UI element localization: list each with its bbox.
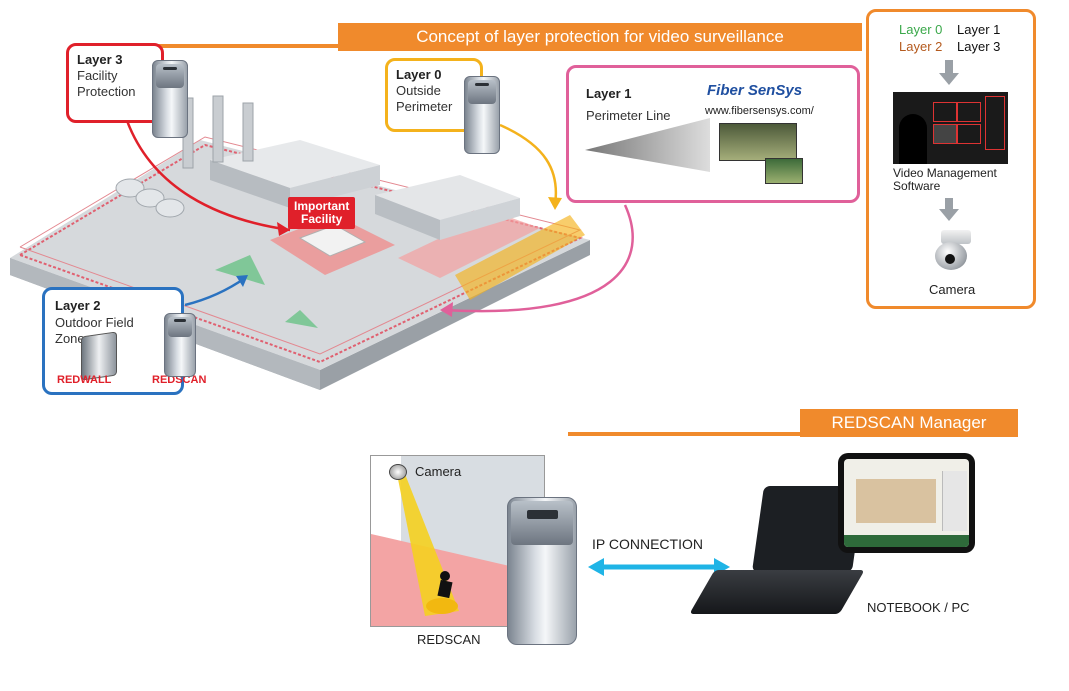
perimeter-fence xyxy=(19,143,583,364)
scene-camera-label: Camera xyxy=(415,464,462,479)
chimney xyxy=(242,102,254,162)
tank xyxy=(155,198,185,218)
legend-layer2: Layer 2 xyxy=(899,39,943,54)
concept-title-bar: Concept of layer protection for video su… xyxy=(338,23,862,51)
software-screenshot xyxy=(838,453,975,553)
redscan-label-layer2: REDSCAN xyxy=(152,374,207,386)
layer2-arrow xyxy=(184,276,246,307)
fiber-sensys-url[interactable]: www.fibersensys.com/ xyxy=(705,105,814,117)
layer2-title: Layer 2 xyxy=(55,298,101,313)
fiber-sensys-logo: Fiber SenSys xyxy=(707,82,803,99)
warehouse xyxy=(375,175,520,220)
important-facility-line2: Facility xyxy=(300,212,343,226)
fiber-perimeter-cone xyxy=(585,118,710,172)
redscan-label: REDSCAN xyxy=(417,632,481,647)
vms-line2: Software xyxy=(893,179,941,193)
down-arrow-icon xyxy=(945,60,953,74)
layer1-title: Layer 1 xyxy=(586,86,632,101)
vms-line1: Video Management xyxy=(893,166,997,180)
layer1-arrow xyxy=(444,204,634,313)
layer3-line1: Facility xyxy=(77,68,118,83)
layer2-line1: Outdoor Field xyxy=(55,315,134,330)
redwall-label: REDWALL xyxy=(57,374,112,386)
redscan-sensor-large xyxy=(507,497,577,645)
camera-icon xyxy=(389,464,407,480)
legend-layer3: Layer 3 xyxy=(957,39,1001,54)
tank xyxy=(135,188,165,208)
legend-layer0: Layer 0 xyxy=(899,22,943,37)
ip-connection-label: IP CONNECTION xyxy=(592,536,703,552)
vms-camera-label: Camera xyxy=(929,282,976,297)
field-zone-green xyxy=(215,255,265,285)
legend-layer1: Layer 1 xyxy=(957,22,1001,37)
layer3-line2: Protection xyxy=(77,84,136,99)
outside-perimeter-zone xyxy=(455,215,585,300)
layer3-box: Layer 3 Facility Protection xyxy=(66,43,164,123)
chimney xyxy=(212,95,224,163)
layer0-line2: Perimeter xyxy=(396,99,453,114)
layer0-arrow xyxy=(499,123,558,206)
down-arrow-icon xyxy=(945,198,953,210)
layer0-title: Layer 0 xyxy=(396,67,442,82)
manager-title-bar: REDSCAN Manager xyxy=(800,409,1018,437)
important-facility-building xyxy=(298,224,367,257)
dome-camera-icon xyxy=(933,230,973,274)
important-facility-line1: Important xyxy=(294,199,350,213)
down-arrow-head xyxy=(939,73,959,85)
manager-title-line xyxy=(568,432,808,436)
important-facility-label: Important Facility xyxy=(288,197,356,229)
layer0-sensor xyxy=(464,76,500,154)
fiber-equipment-card xyxy=(765,158,803,184)
tank xyxy=(115,178,145,198)
vms-panel: Layer 0 Layer 1 Layer 2 Layer 3 Video Ma… xyxy=(866,9,1036,309)
layer3-arrow xyxy=(123,114,291,232)
layer1-line1: Perimeter Line xyxy=(586,108,671,123)
operator-silhouette xyxy=(899,114,927,164)
manager-title: REDSCAN Manager xyxy=(831,413,987,432)
layer3-title: Layer 3 xyxy=(77,52,123,67)
down-arrow-head xyxy=(939,209,959,221)
camera-scene-drawing xyxy=(371,474,544,626)
layer3-sensor xyxy=(152,60,188,138)
concept-title: Concept of layer protection for video su… xyxy=(416,27,784,46)
concept-title-line xyxy=(150,44,340,48)
intruder-figure xyxy=(440,571,450,581)
notebook-label: NOTEBOOK / PC xyxy=(867,600,970,615)
layer2-sensor xyxy=(164,313,196,377)
perimeter-zone xyxy=(398,212,540,278)
layer2-line2: Zone xyxy=(55,331,85,346)
fiber-equipment-rack xyxy=(719,123,797,161)
monitor-wall-image xyxy=(893,92,1008,164)
layer2-box: Layer 2 Outdoor Field Zone REDWALL REDSC… xyxy=(42,287,206,395)
field-zone-green xyxy=(285,310,318,328)
layer0-line1: Outside xyxy=(396,83,441,98)
laptop-keyboard xyxy=(689,570,865,614)
layer1-box: Layer 1 Perimeter Line Fiber SenSys www.… xyxy=(566,65,860,203)
